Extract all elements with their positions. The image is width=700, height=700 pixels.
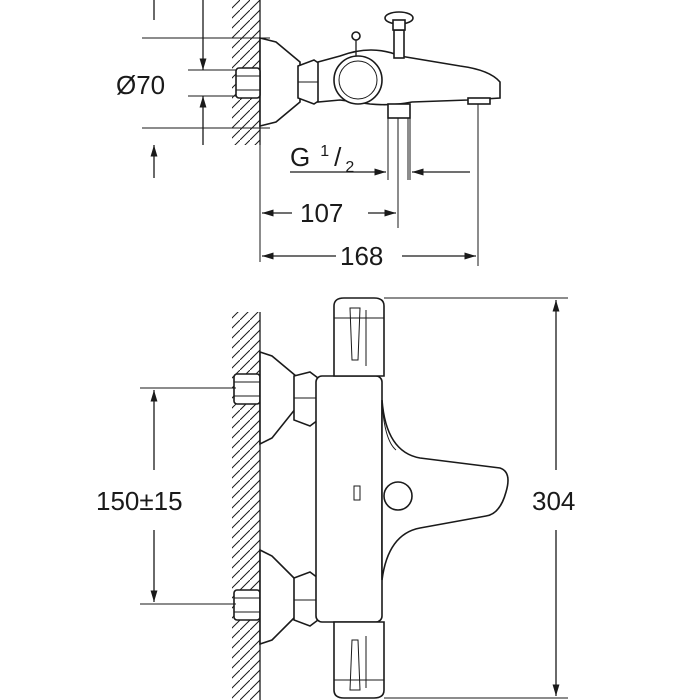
- upper-inlet-stub: [233, 373, 261, 405]
- upper-flange: [259, 350, 297, 446]
- dim-thread-label: G 1 / 2: [290, 142, 354, 176]
- dim-168-label: 168: [340, 241, 383, 271]
- lower-inlet-stub: [233, 589, 261, 621]
- inlet-stub: [235, 67, 261, 99]
- wall-flange: [259, 36, 301, 128]
- wall-hatch-front: [232, 312, 260, 700]
- front-view: 304 150±15: [96, 297, 575, 700]
- upper-nut: [293, 371, 319, 427]
- dim-thread-main: G: [290, 142, 310, 172]
- dim-thread-slash: /: [334, 142, 342, 172]
- side-view: Ø70 G 1 / 2 107 168: [116, 0, 501, 271]
- shower-outlet: [387, 103, 411, 119]
- mixer-body-front: [315, 375, 383, 623]
- control-knob: [333, 55, 383, 105]
- diverter-button: [383, 481, 413, 511]
- dim-thread-sup: 1: [320, 143, 329, 160]
- dim-107-label: 107: [300, 198, 343, 228]
- lower-flange: [259, 548, 297, 646]
- spout-front: [381, 399, 509, 581]
- dim-304-label: 304: [532, 486, 575, 516]
- spout-outlet: [467, 97, 491, 105]
- dim-spacing-label: 150±15: [96, 486, 183, 516]
- lower-nut: [293, 571, 319, 627]
- dim-diameter-label: Ø70: [116, 70, 165, 100]
- dim-thread-sub: 2: [345, 159, 354, 176]
